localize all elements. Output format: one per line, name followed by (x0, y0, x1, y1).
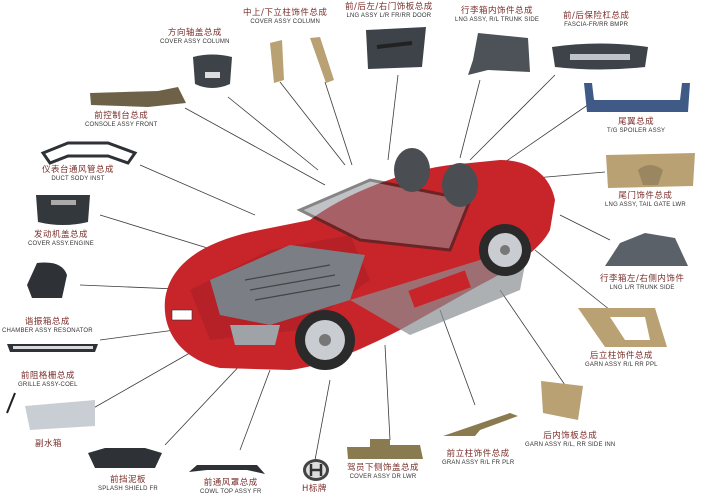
trunk-side-inner-part (605, 233, 688, 266)
grille-part (7, 344, 98, 352)
splash-shield-part (88, 448, 162, 468)
part-label-reservoir-tank: 副水箱 (35, 439, 63, 449)
tailgate-spoiler-part (584, 83, 690, 112)
pillar-trim-part (270, 37, 334, 83)
resonator-chamber-part (27, 262, 67, 298)
door-trim-part (366, 27, 426, 69)
trunk-side-trim-part (468, 33, 530, 75)
part-label-h-emblem: H标牌 (302, 484, 327, 494)
engine-cover-part (36, 195, 90, 225)
reservoir-tank-part (6, 392, 95, 430)
rear-pillar-garnish-part (578, 308, 667, 347)
duct-body-inst-part (40, 141, 138, 165)
cowl-top-part (189, 465, 265, 474)
rear-side-inner-garnish-part (541, 381, 583, 420)
tailgate-lower-trim-part (606, 153, 695, 188)
front-pillar-garnish-part (443, 413, 518, 436)
column-cover-part (193, 54, 232, 88)
driver-lower-cover-part (347, 439, 423, 459)
console-front-part (90, 87, 186, 107)
h-emblem-icon (303, 459, 329, 481)
bumper-fascia-part (552, 43, 648, 70)
car-cutaway-illustration (164, 148, 555, 370)
